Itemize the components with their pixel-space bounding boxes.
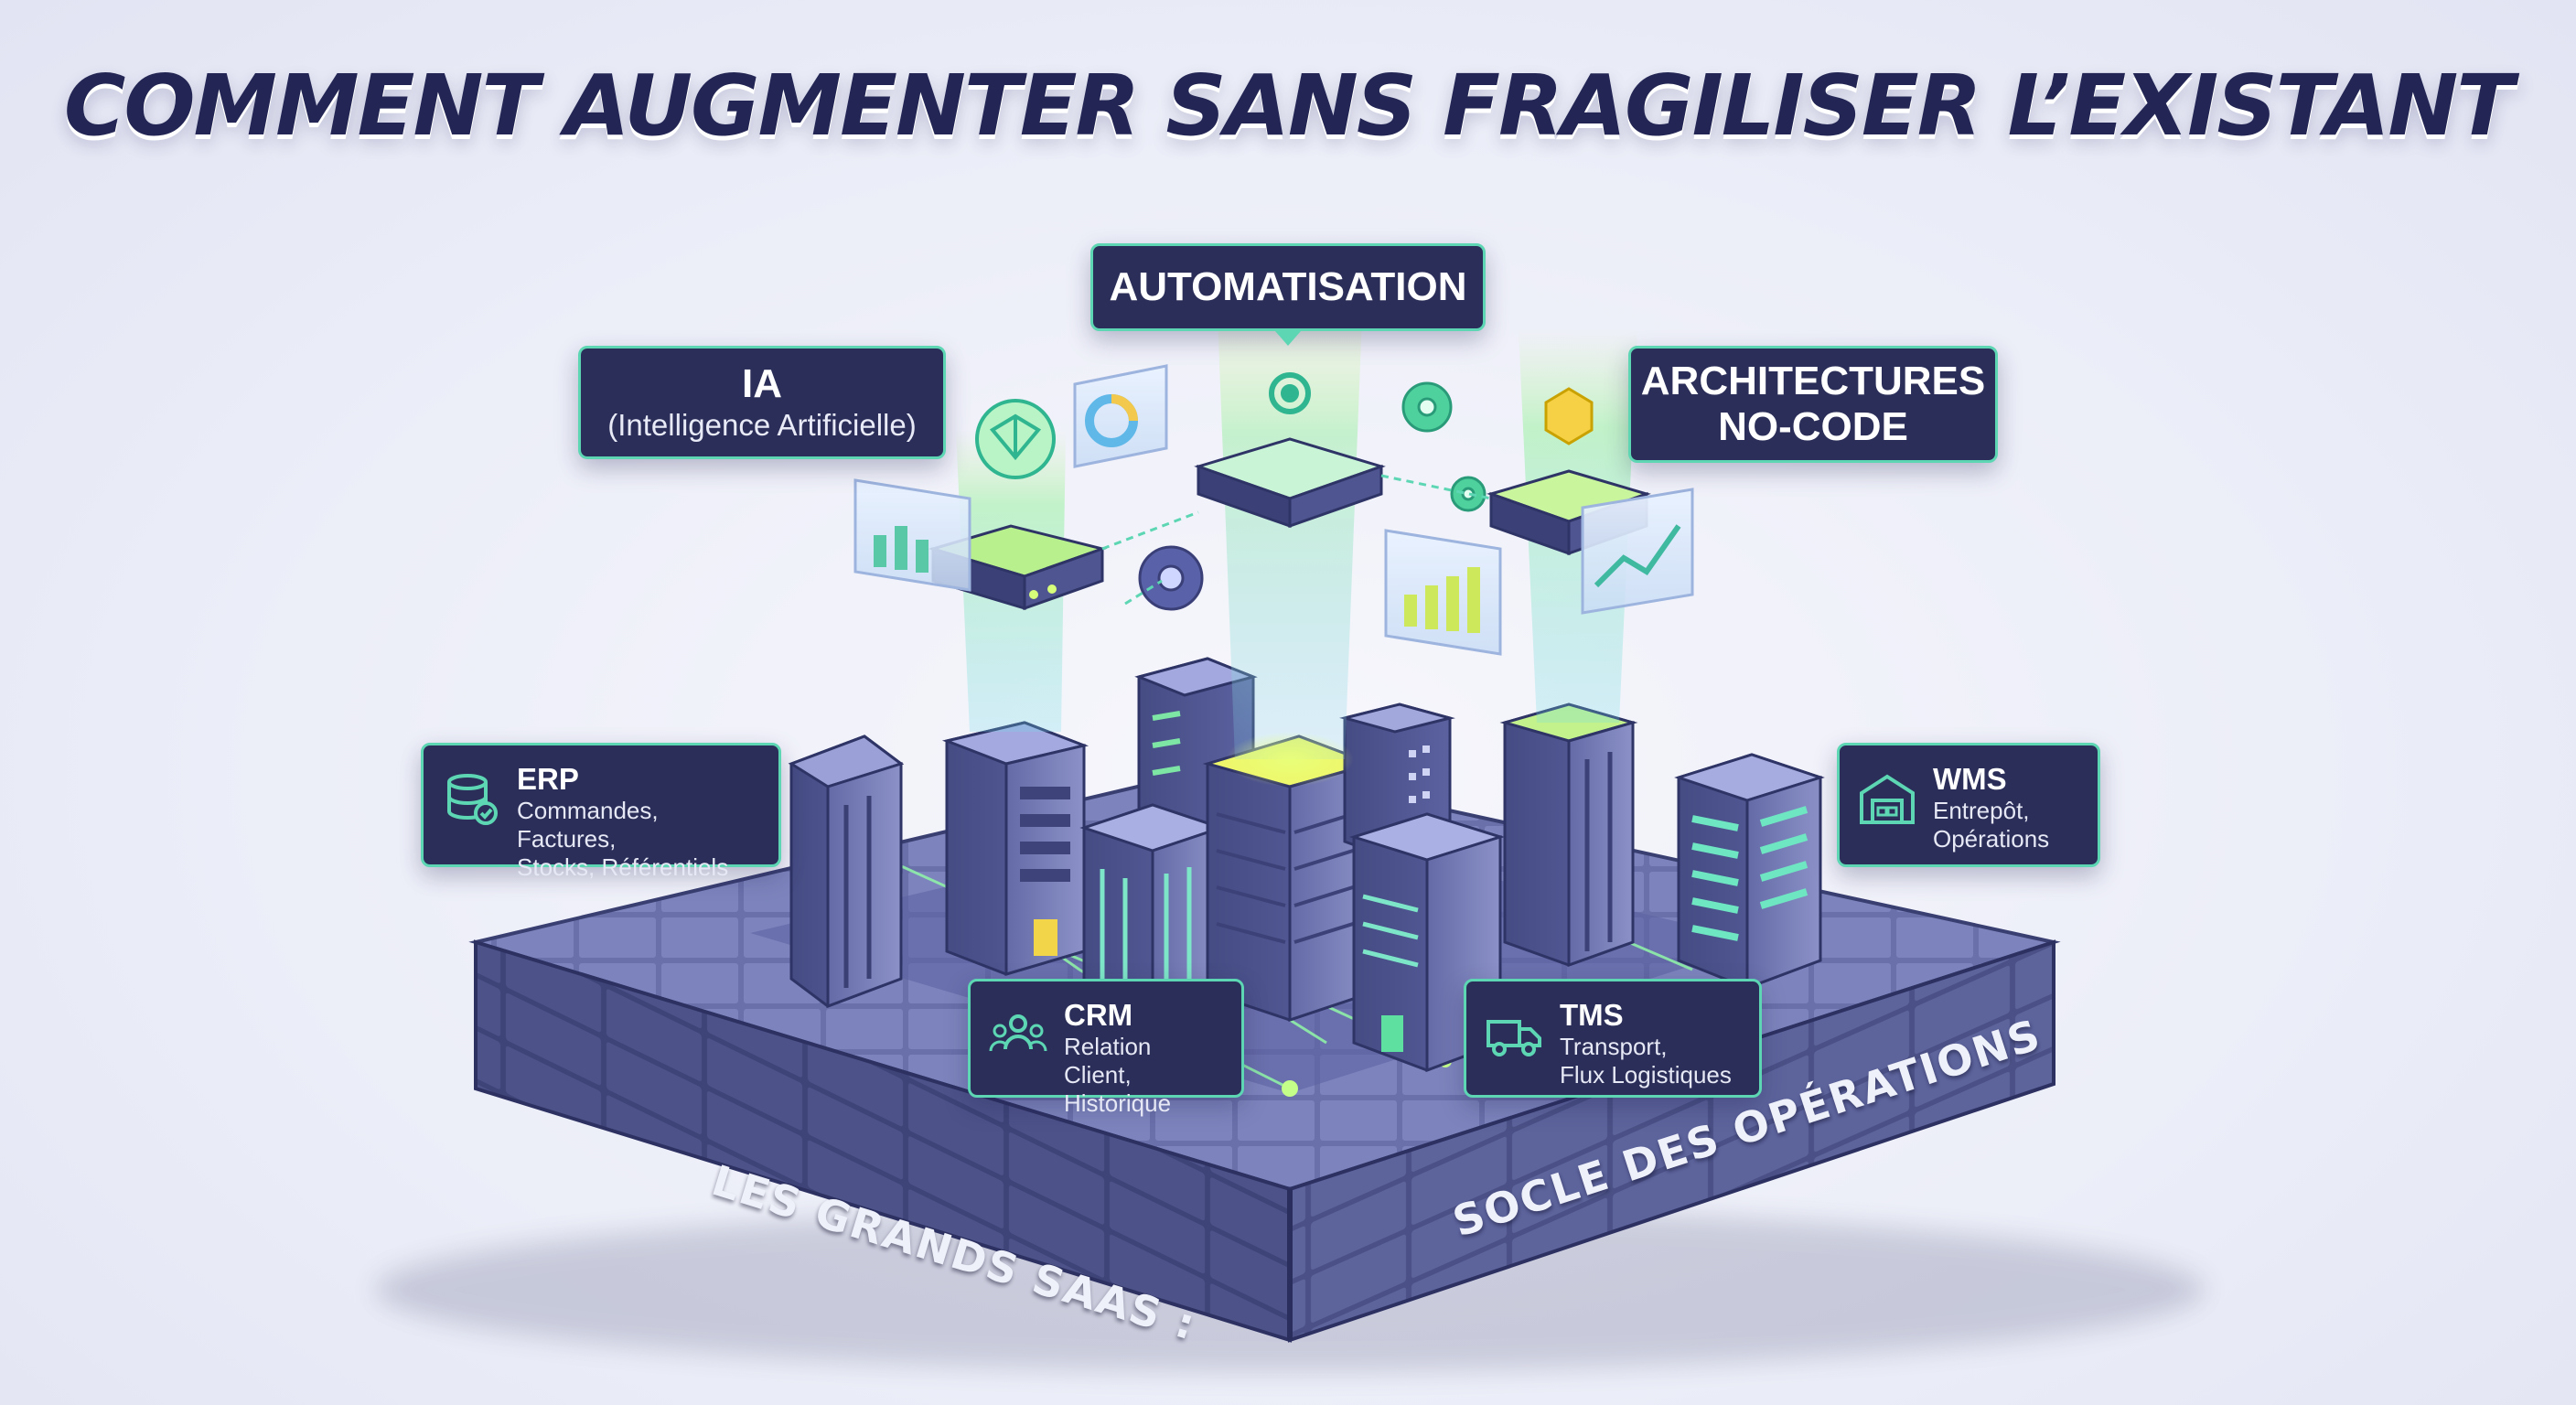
- dashboard-screen-right: [1384, 529, 1502, 656]
- label-wms: WMS Entrepôt, Opérations: [1837, 743, 2100, 867]
- label-tms: TMS Transport, Flux Logistiques: [1464, 979, 1762, 1098]
- label-crm-line1: Relation Client,: [1064, 1033, 1152, 1089]
- label-ia-title: IA: [742, 361, 782, 406]
- label-nocode-line1: ARCHITECTURES: [1640, 359, 1986, 403]
- label-wms-title: WMS: [1933, 762, 2007, 796]
- warehouse-icon: [1860, 774, 1915, 824]
- page-title: COMMENT AUGMENTER SANS FRAGILISER L’EXIS…: [63, 57, 2514, 155]
- label-ia-subtitle: (Intelligence Artificielle): [607, 408, 917, 442]
- label-nocode: ARCHITECTURES NO-CODE: [1628, 346, 1998, 463]
- automation-module: [1194, 437, 1386, 529]
- label-wms-line2: Opérations: [1933, 825, 2050, 853]
- connector-lines: [1101, 474, 1492, 606]
- label-tms-title: TMS: [1560, 998, 1624, 1032]
- gear-icon: [1269, 372, 1311, 414]
- truck-icon: [1487, 1020, 1541, 1056]
- label-crm-line2: Historique: [1064, 1089, 1172, 1117]
- label-automation-pointer: [1275, 331, 1301, 346]
- gear-icon-green: [1401, 381, 1453, 433]
- building-nocode: [1499, 702, 1638, 968]
- label-tms-line1: Transport,: [1560, 1033, 1668, 1060]
- label-wms-line1: Entrepôt,: [1933, 797, 2030, 824]
- gear-icon-small: [1450, 476, 1487, 512]
- trend-screen-right: [1581, 488, 1694, 615]
- label-erp-line1: Commandes, Factures,: [517, 797, 659, 853]
- label-erp-title: ERP: [517, 762, 579, 796]
- label-nocode-line2: NO-CODE: [1718, 404, 1908, 449]
- database-icon: [447, 774, 498, 825]
- label-erp: ERP Commandes, Factures, Stocks, Référen…: [421, 743, 781, 881]
- people-icon: [989, 1014, 1047, 1052]
- building-erp: [788, 735, 905, 1009]
- puzzle-icon: [1544, 387, 1594, 445]
- label-crm-title: CRM: [1064, 998, 1133, 1032]
- dashboard-screen-left: [853, 478, 971, 592]
- ia-module: [928, 524, 1108, 611]
- chart-screen-top: [1073, 364, 1168, 468]
- building-wms: [1674, 753, 1825, 991]
- building-server-1: [941, 721, 1089, 977]
- label-ia: IA (Intelligence Artificielle): [578, 346, 946, 459]
- brain-icon: [975, 399, 1056, 479]
- label-automation: AUTOMATISATION: [1090, 243, 1486, 331]
- label-automation-title: AUTOMATISATION: [1109, 264, 1467, 309]
- label-crm: CRM Relation Client, Historique: [968, 979, 1244, 1117]
- label-tms-line2: Flux Logistiques: [1560, 1061, 1732, 1089]
- label-erp-line2: Stocks, Référentiels: [517, 853, 729, 881]
- gear-icon-floating: [1138, 545, 1204, 611]
